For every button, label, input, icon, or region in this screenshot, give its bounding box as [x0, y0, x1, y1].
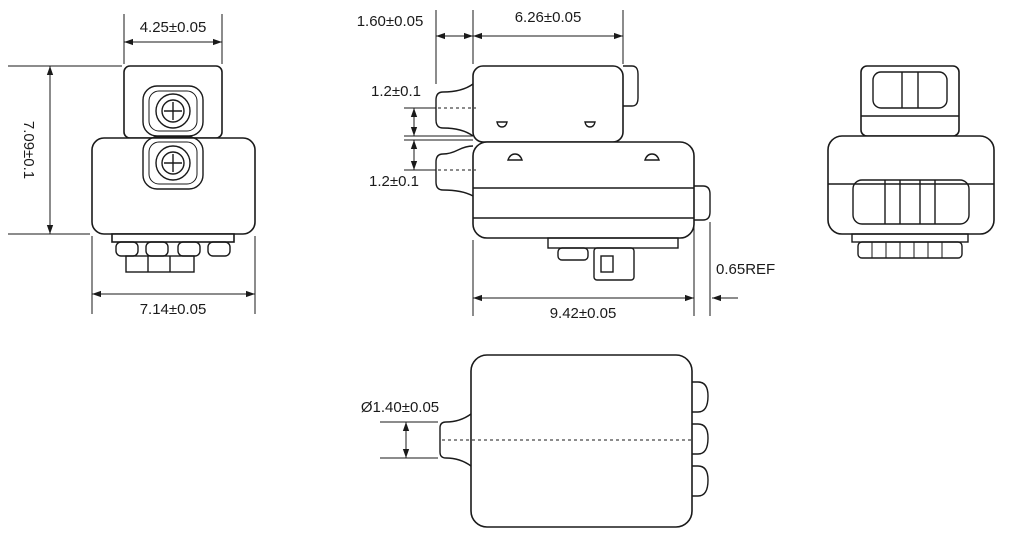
end-view [827, 65, 995, 259]
upper-screw-terminal [142, 85, 204, 137]
lower-screw-terminal [142, 136, 204, 190]
dim-front-top-width: 4.25±0.05 [140, 19, 207, 36]
side-view: 1.60±0.05 6.26±0.05 1.2±0.1 1.2±0.1 9.42… [357, 9, 776, 322]
dim-bottom-diameter: Ø1.40±0.05 [361, 399, 439, 416]
front-view: 4.25±0.05 7.09±0.1 7.14±0.05 [8, 14, 256, 318]
front-pins [115, 241, 231, 273]
dim-side-top-length: 6.26±0.05 [515, 9, 582, 26]
dim-front-height: 7.09±0.1 [20, 121, 37, 179]
dim-side-upper-offset: 1.2±0.1 [371, 83, 421, 100]
dim-side-lower-offset: 1.2±0.1 [369, 173, 419, 190]
dim-side-ref: 0.65REF [716, 261, 775, 278]
dim-front-bottom-width: 7.14±0.05 [140, 301, 207, 318]
bottom-view: Ø1.40±0.05 [361, 354, 709, 528]
dim-side-gap: 1.60±0.05 [357, 13, 424, 30]
dim-side-bottom-length: 9.42±0.05 [550, 305, 617, 322]
